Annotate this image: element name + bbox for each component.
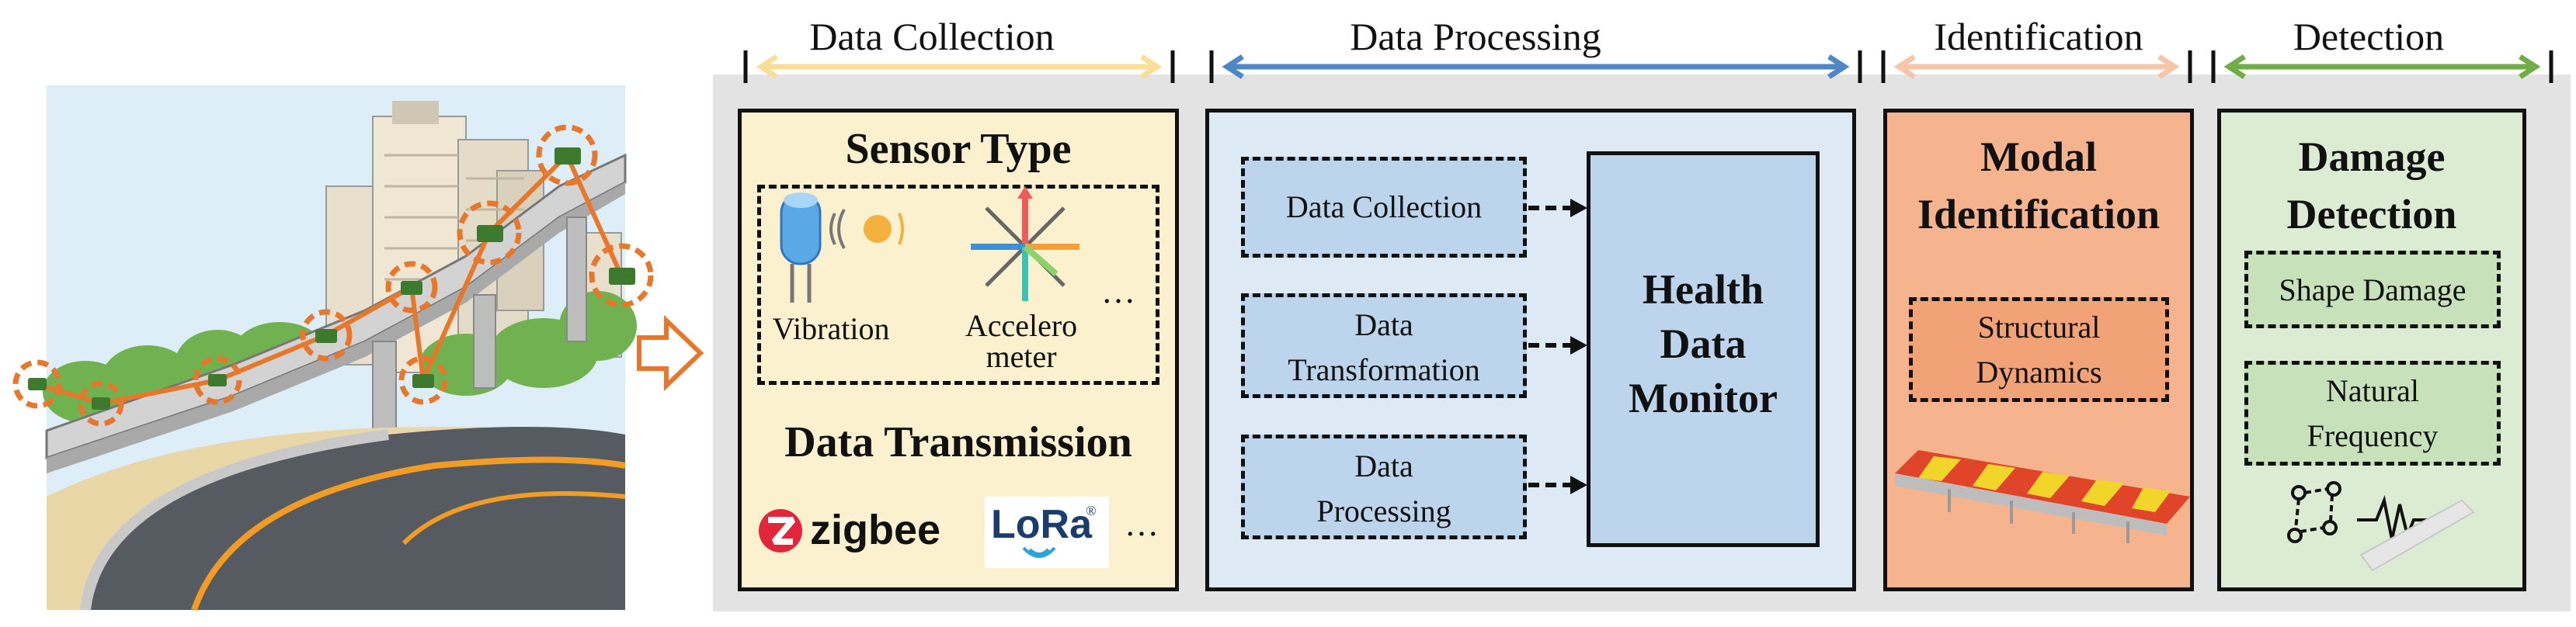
process-step-data-processing xyxy=(1241,435,1527,539)
natural-frequency-label: Natural Frequency xyxy=(2307,373,2439,453)
section-header-arrows xyxy=(743,50,2553,83)
lora-logo: LoRa ® xyxy=(985,497,1109,568)
header-data-processing: Data Processing xyxy=(1350,15,1601,58)
shape-damage-box xyxy=(2244,251,2501,328)
process-step-data-collection xyxy=(1241,157,1527,258)
data-transmission-title: Data Transmission xyxy=(784,418,1132,466)
zigbee-logo: zigbee xyxy=(757,504,959,560)
detection-panel xyxy=(2217,109,2526,591)
health-data-monitor-box xyxy=(1587,151,1820,547)
structural-dynamics-label: Structural Dynamics xyxy=(1976,310,2102,390)
transmission-more-ellipsis: … xyxy=(1125,505,1159,543)
structural-dynamics-box xyxy=(1909,297,2169,402)
process-step-arrows xyxy=(1528,199,1587,494)
zigbee-z-icon xyxy=(759,509,802,553)
process-step-data-processing-label: Data Processing xyxy=(1316,449,1451,528)
sensor-more-ellipsis: … xyxy=(1101,272,1135,310)
natural-frequency-box xyxy=(2244,361,2501,466)
header-identification: Identification xyxy=(1934,15,2143,58)
accelerometer-label: Accelero meter xyxy=(965,308,1078,374)
zigbee-text: zigbee xyxy=(810,507,941,553)
lora-text: LoRa xyxy=(991,502,1092,547)
lora-waves-icon xyxy=(1022,546,1056,558)
process-step-data-transformation xyxy=(1241,293,1527,398)
health-data-monitor-label: Health Data Monitor xyxy=(1629,266,1778,421)
bridge-model-icon xyxy=(1895,450,2190,543)
damage-detection-title: Damage Detection xyxy=(2286,133,2457,237)
process-step-data-transformation-label: Data Transformation xyxy=(1288,307,1480,387)
lora-registered-mark: ® xyxy=(1086,503,1097,518)
process-step-data-collection-label: Data Collection xyxy=(1285,189,1483,224)
sensor-type-title: Sensor Type xyxy=(845,125,1072,173)
sensor-type-group xyxy=(757,185,1159,385)
header-data-collection: Data Collection xyxy=(809,15,1055,58)
modal-identification-title: Modal Identification xyxy=(1917,133,2160,237)
arrow-right-icon xyxy=(637,314,704,392)
vibration-sensor-icon xyxy=(780,192,904,303)
header-detection: Detection xyxy=(2293,15,2445,58)
accelerometer-icon xyxy=(971,186,1079,301)
bridge-illustration xyxy=(12,85,654,611)
sensor-nodes xyxy=(12,124,654,427)
vibration-label: Vibration xyxy=(772,311,890,346)
shape-damage-label: Shape Damage xyxy=(2279,272,2466,307)
damage-signal-icon xyxy=(2287,481,2475,572)
